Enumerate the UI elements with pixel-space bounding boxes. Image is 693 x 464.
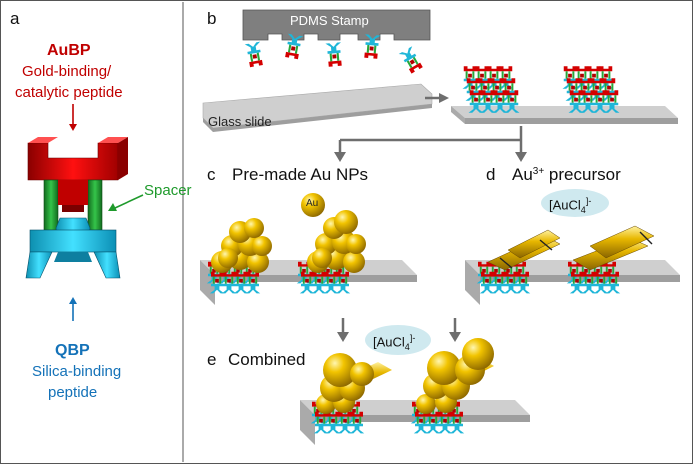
au-nanoparticle xyxy=(323,353,357,387)
aubp-desc-line2: catalytic peptide xyxy=(15,84,123,101)
panel-d-title: Au3+ precursor xyxy=(512,165,621,184)
au-nanoparticle xyxy=(343,251,365,273)
qbp-desc-line2: peptide xyxy=(48,384,98,401)
panel-e-title: Combined xyxy=(228,350,306,369)
stamped-molecules xyxy=(462,66,620,113)
pdms-stamp-label: PDMS Stamp xyxy=(290,13,369,28)
au-nanoparticle xyxy=(462,338,494,370)
panel-a-letter: a xyxy=(10,9,20,28)
peptide-schematic xyxy=(25,137,128,279)
peptide-molecule xyxy=(515,271,531,294)
aucl4-bubble-d xyxy=(541,189,609,217)
aubp-desc-line1: Gold-binding/ xyxy=(22,63,112,80)
glass-slide-stamped xyxy=(451,106,678,118)
aucl4-label-d: [AuCl4]- xyxy=(549,196,592,215)
qbp-desc-line1: Silica-binding xyxy=(32,363,122,380)
au-nanoparticle xyxy=(218,248,238,268)
au-nanoparticle xyxy=(427,351,461,385)
peptide-molecule xyxy=(449,411,465,434)
peptide-molecule xyxy=(245,271,261,294)
peptide-molecule xyxy=(605,271,621,294)
panel-d-gold-rods xyxy=(487,225,655,271)
panel-d-letter: d xyxy=(486,165,496,184)
au-nanoparticle xyxy=(334,210,358,234)
peptide-molecule xyxy=(349,411,365,434)
au-nanoparticle xyxy=(350,362,374,386)
spacer-arrow xyxy=(114,194,144,209)
qbp-name: QBP xyxy=(55,342,90,359)
peptide-molecule xyxy=(335,271,351,294)
spacer-label: Spacer xyxy=(144,182,192,199)
panel-c-title: Pre-made Au NPs xyxy=(232,165,369,184)
panel-b-letter: b xyxy=(207,9,217,28)
aucl4-bubble-e xyxy=(365,325,431,355)
au-nanoparticle xyxy=(416,394,436,414)
au-nanoparticle xyxy=(244,218,264,238)
au-nanoparticle xyxy=(312,248,332,268)
panel-c-letter: c xyxy=(207,165,216,184)
aucl4-label-e: [AuCl4]- xyxy=(373,333,416,352)
au-nanoparticle xyxy=(346,234,366,254)
au-nanoparticle-icon xyxy=(301,193,325,217)
au-np-label: Au xyxy=(306,198,319,209)
panel-e-letter: e xyxy=(207,350,217,369)
pdms-stamp xyxy=(242,9,431,41)
aubp-name: AuBP xyxy=(47,42,91,59)
au-nanoparticle xyxy=(252,236,272,256)
panel-c-au-nanoparticles xyxy=(211,210,366,273)
panel-e-au-nanoparticles xyxy=(316,338,494,414)
glass-slide-label: Glass slide xyxy=(208,114,272,129)
au-nanoparticle xyxy=(247,251,269,273)
